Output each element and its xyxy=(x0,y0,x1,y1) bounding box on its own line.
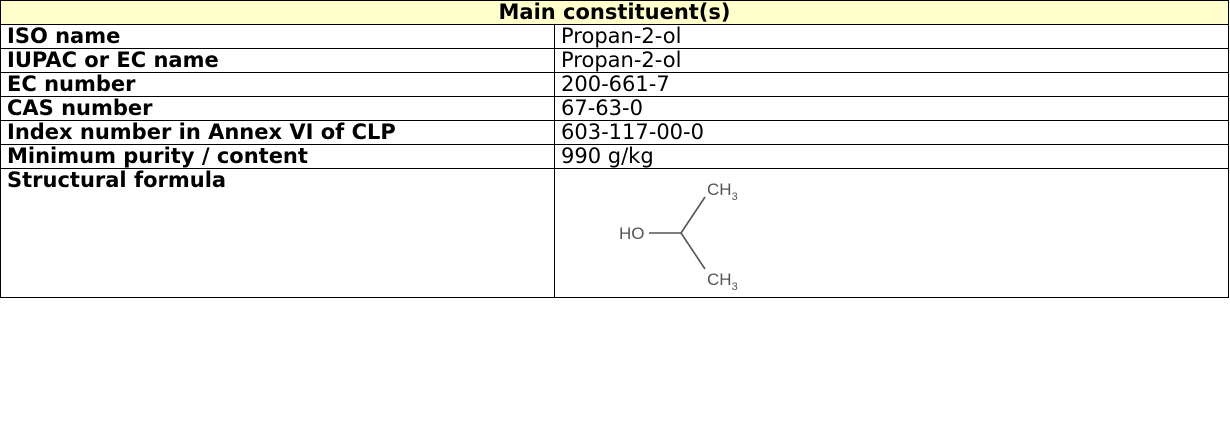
row-label-minimum-purity: Minimum purity / content xyxy=(0,144,555,169)
table-row: ISO name Propan-2-ol xyxy=(0,24,1230,49)
row-label-ec-number: EC number xyxy=(0,72,555,97)
structural-formula-cell: HO CH3 CH3 xyxy=(553,168,1230,298)
formula-ch3-top: CH3 xyxy=(707,180,738,203)
formula-ho-label: HO xyxy=(619,224,645,243)
table-row-structural-formula: Structural formula HO CH3 CH3 xyxy=(0,168,1230,298)
row-label-index-number: Index number in Annex VI of CLP xyxy=(0,120,555,145)
row-label-structural-formula: Structural formula xyxy=(0,168,555,298)
formula-bond-bottom xyxy=(680,232,706,270)
row-value-iso-name: Propan-2-ol xyxy=(553,24,1230,49)
row-label-cas-number: CAS number xyxy=(0,96,555,121)
row-value-minimum-purity: 990 g/kg xyxy=(553,144,1230,169)
row-value-cas-number: 67-63-0 xyxy=(553,96,1230,121)
main-constituents-table: Main constituent(s) ISO name Propan-2-ol… xyxy=(0,0,1230,298)
row-value-iupac-name: Propan-2-ol xyxy=(553,48,1230,73)
table-row: EC number 200-661-7 xyxy=(0,72,1230,97)
formula-ch3-bottom: CH3 xyxy=(707,270,738,293)
table-header: Main constituent(s) xyxy=(0,0,1230,25)
row-value-index-number: 603-117-00-0 xyxy=(553,120,1230,145)
structural-formula-image: HO CH3 CH3 xyxy=(619,180,738,293)
table-row: CAS number 67-63-0 xyxy=(0,96,1230,121)
table-row: Minimum purity / content 990 g/kg xyxy=(0,144,1230,169)
table-row: Index number in Annex VI of CLP 603-117-… xyxy=(0,120,1230,145)
row-label-iso-name: ISO name xyxy=(0,24,555,49)
row-label-iupac-name: IUPAC or EC name xyxy=(0,48,555,73)
row-value-ec-number: 200-661-7 xyxy=(553,72,1230,97)
formula-bond-top xyxy=(680,196,706,234)
table-header-row: Main constituent(s) xyxy=(0,0,1230,25)
table-row: IUPAC or EC name Propan-2-ol xyxy=(0,48,1230,73)
